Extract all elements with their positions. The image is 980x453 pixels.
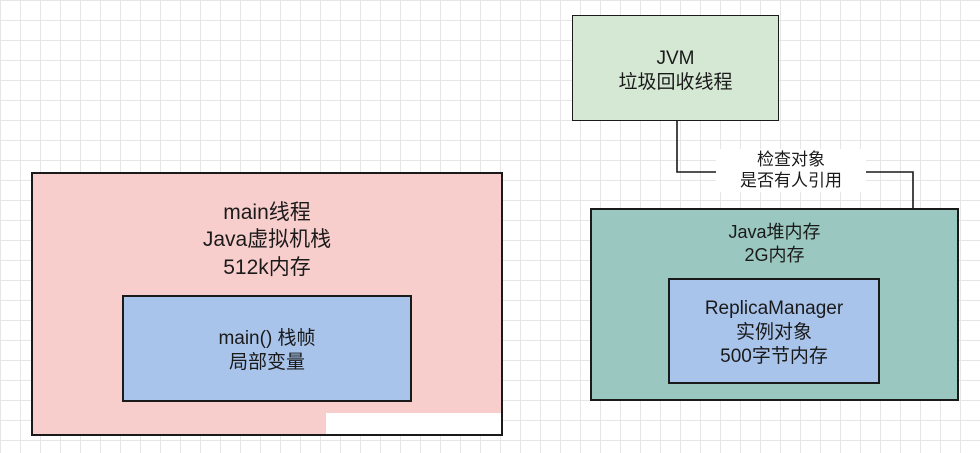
heap-label: Java堆内存 2G内存 (592, 221, 957, 266)
edge-label-line-1: 检查对象 (757, 150, 825, 169)
replica-manager-object-box: ReplicaManager 实例对象 500字节内存 (668, 278, 880, 384)
stack-memory-size: 512k内存 (223, 255, 311, 279)
object-class-name: ReplicaManager (704, 298, 844, 319)
stack-frame-label: main() 栈帧 局部变量 (124, 327, 410, 375)
object-label: ReplicaManager 实例对象 500字节内存 (670, 297, 878, 368)
object-instance-title: 实例对象 (735, 321, 812, 343)
local-variables-title: 局部变量 (228, 351, 305, 373)
main-box-white-patch (326, 413, 501, 434)
jvm-gc-thread-box: JVM 垃圾回收线程 (572, 15, 779, 121)
main-thread-label: main线程 Java虚拟机栈 512k内存 (33, 199, 501, 281)
gc-thread-title: 垃圾回收线程 (618, 71, 733, 93)
gc-check-edge-label: 检查对象 是否有人引用 (716, 149, 866, 192)
jvm-title: JVM (656, 48, 695, 69)
jvm-stack-title: Java虚拟机栈 (202, 228, 332, 252)
main-stack-frame-box: main() 栈帧 局部变量 (122, 295, 412, 402)
stack-frame-title: main() 栈帧 (218, 328, 316, 349)
heap-size: 2G内存 (744, 244, 805, 265)
edge-label-line-2: 是否有人引用 (740, 171, 842, 191)
heap-title: Java堆内存 (728, 222, 821, 242)
jvm-gc-thread-label: JVM 垃圾回收线程 (573, 47, 778, 95)
main-thread-title: main线程 (223, 201, 311, 224)
object-memory-size: 500字节内存 (720, 345, 828, 367)
